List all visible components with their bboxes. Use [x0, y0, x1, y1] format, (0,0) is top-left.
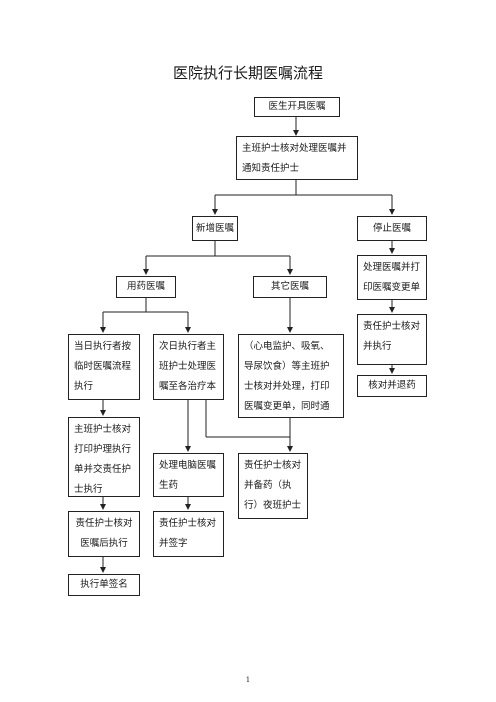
node-charge-nurse-check: 主班护士核对处理医嘱并通知责任护士	[236, 136, 358, 180]
node-resp-nurse-after-check: 责任护士核对医嘱后执行	[68, 511, 140, 557]
node-next-day: 次日执行者主班护士处理医嘱至各治疗本	[153, 334, 224, 400]
page-number: 1	[245, 676, 251, 684]
node-medication-order: 用药医嘱	[116, 276, 176, 298]
node-stop-order: 停止医嘱	[357, 216, 427, 241]
node-other-order: 其它医嘱	[253, 276, 327, 298]
node-new-order: 新增医嘱	[192, 216, 238, 241]
node-same-day: 当日执行者按临时医嘱流程执行	[68, 334, 140, 400]
node-resp-nurse-check-execute: 责任护士核对并执行	[357, 314, 427, 365]
node-monitoring: （心电监护、吸氧、导尿饮食）等主班护士核对并处理，打印医嘱变更单，同时通知责任护…	[238, 334, 344, 418]
page-title: 医院执行长期医嘱流程	[172, 64, 323, 82]
node-computer-order: 处理电脑医嘱生药	[153, 453, 224, 497]
node-check-return: 核对并退药	[357, 375, 427, 397]
node-print-exec-form: 主班护士核对打印护理执行单并交责任护士执行	[68, 417, 140, 497]
node-print-change-form: 处理医嘱并打印医嘱变更单	[357, 255, 427, 300]
node-resp-nurse-prepare: 责任护士核对并备药（执行）夜班护士核对	[238, 453, 308, 519]
node-doctor-order: 医生开具医嘱	[254, 97, 340, 117]
node-exec-sign: 执行单签名	[68, 574, 140, 596]
node-resp-nurse-sign: 责任护士核对并签字	[153, 511, 224, 557]
